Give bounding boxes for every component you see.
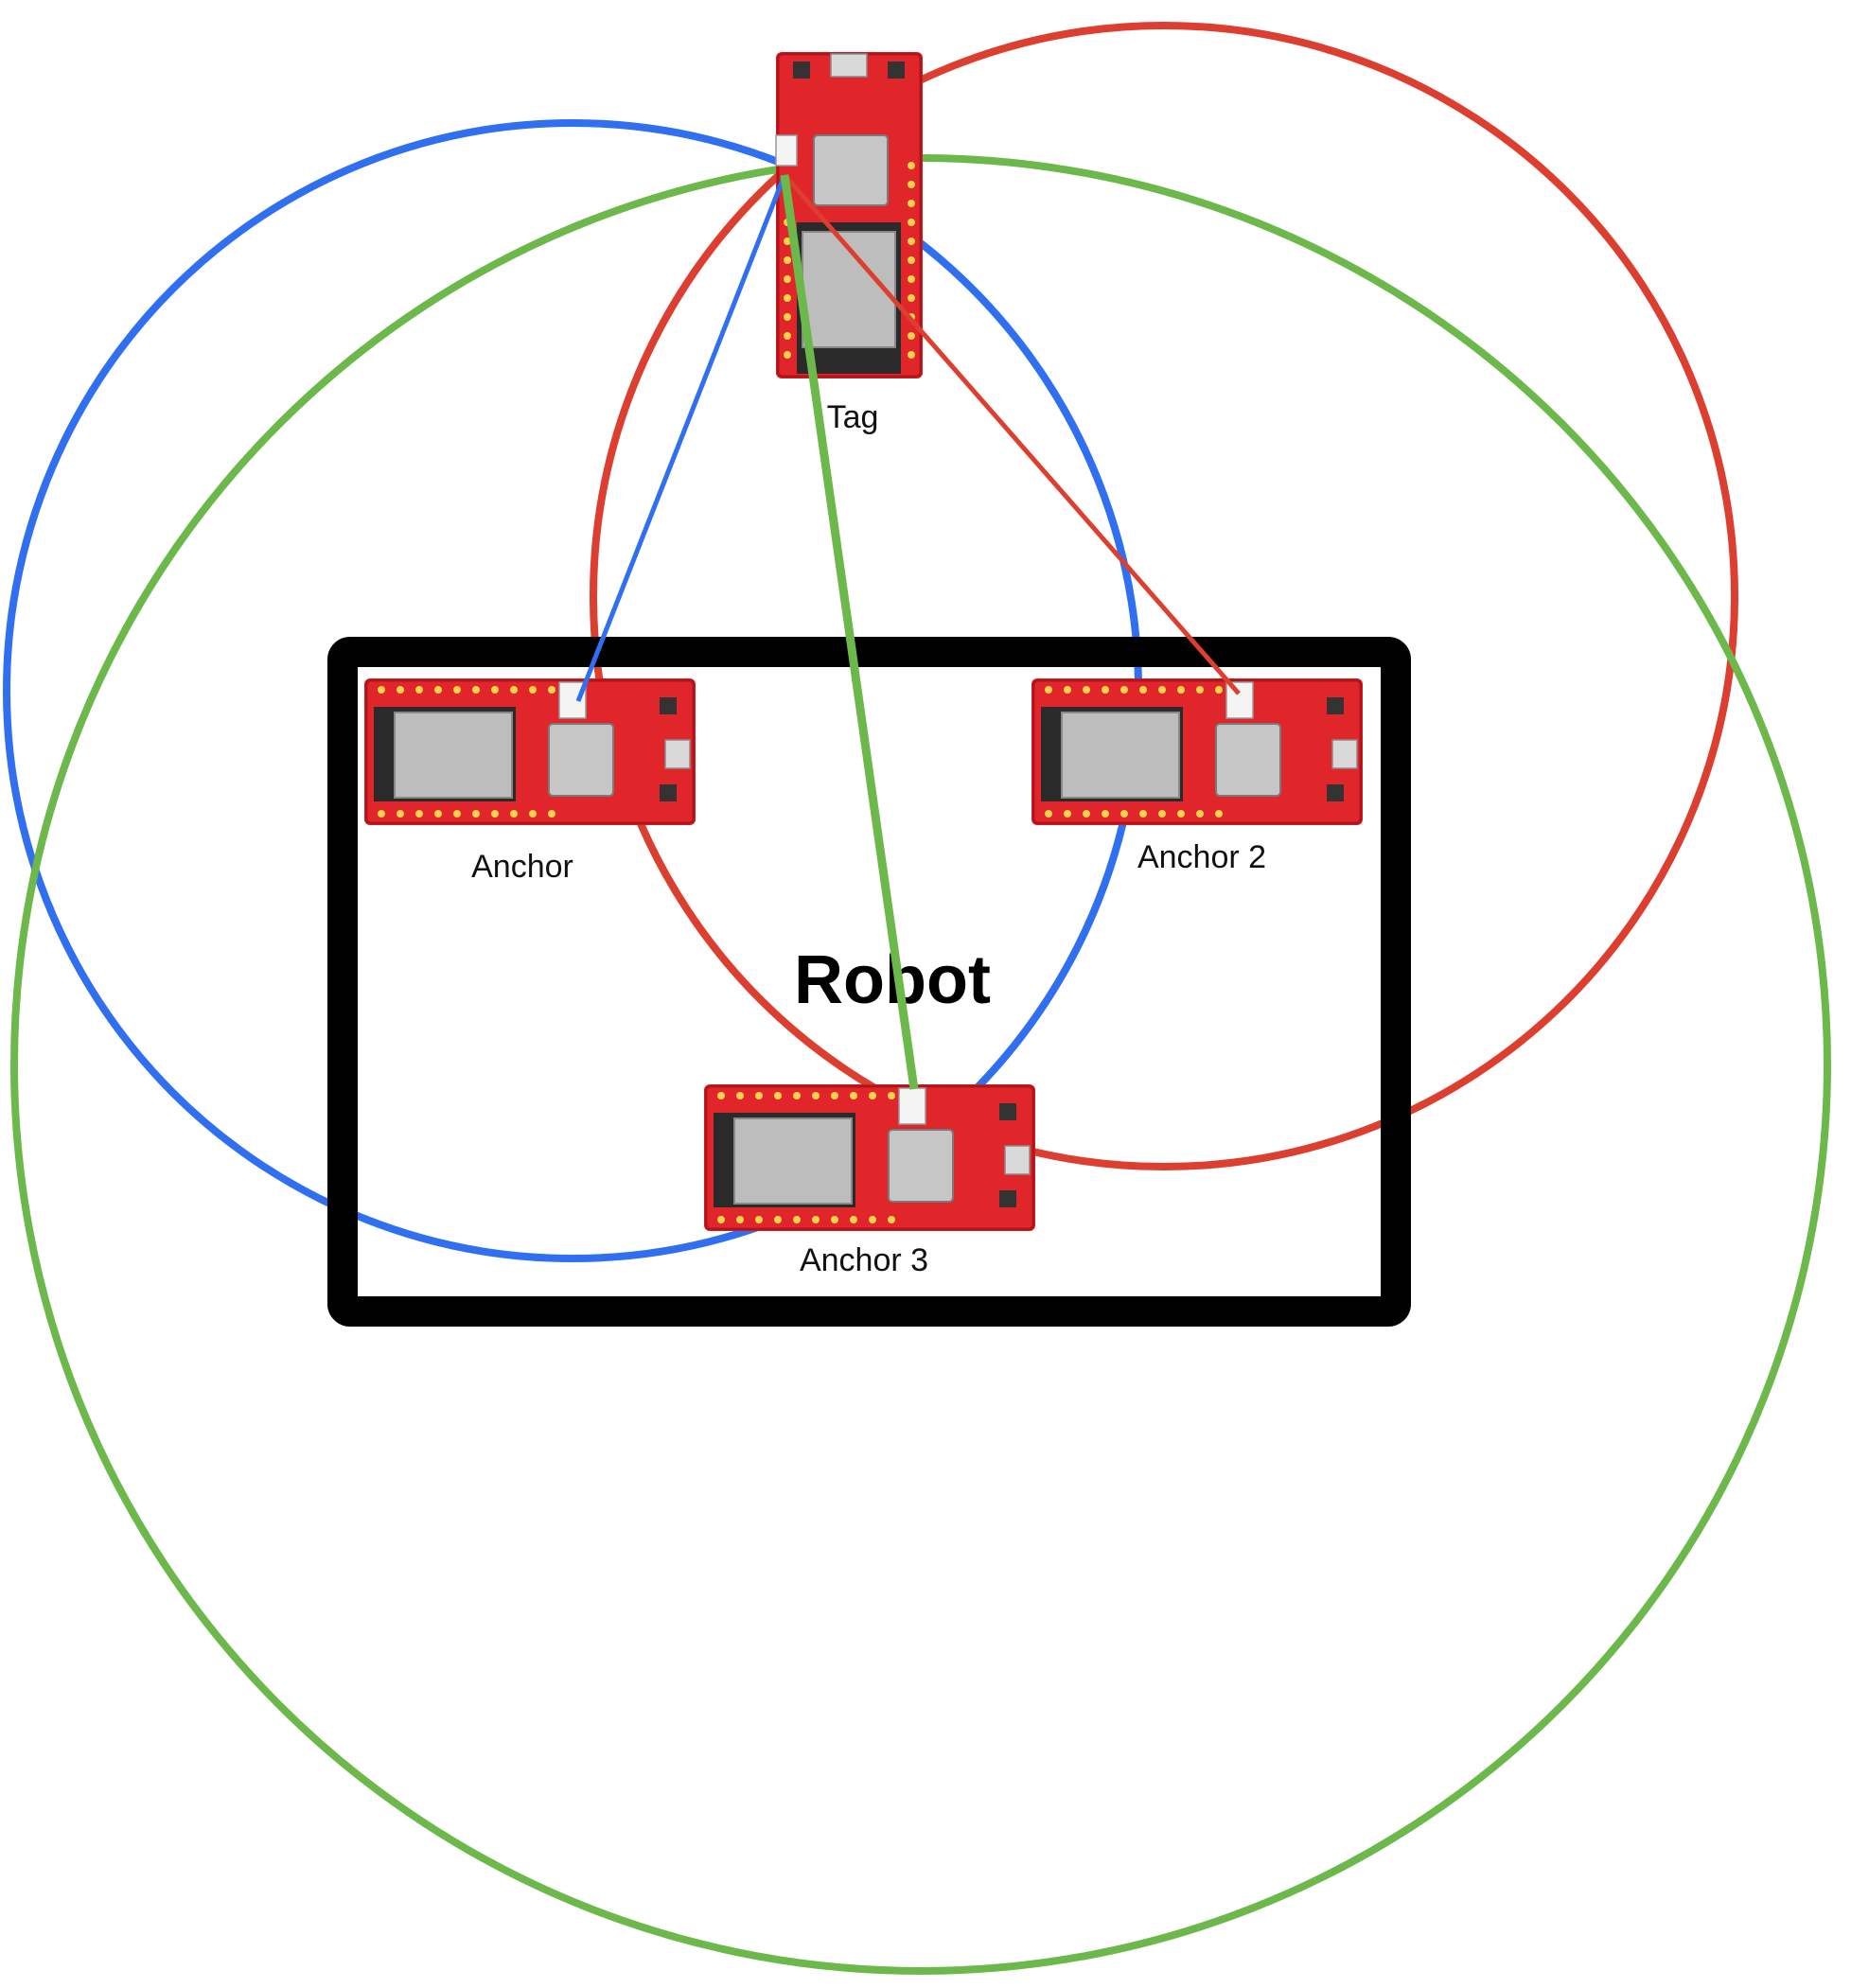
anchor-3-board bbox=[702, 1082, 1037, 1233]
robot-frame bbox=[327, 637, 1411, 1327]
anchor-2-board bbox=[1030, 677, 1365, 827]
anchor-1-link bbox=[575, 174, 787, 702]
anchor-1-board bbox=[362, 677, 697, 827]
tag-board bbox=[774, 50, 925, 380]
tag-label: Tag bbox=[827, 399, 879, 435]
anchor-3-range-circle bbox=[10, 154, 1831, 1975]
anchor-3-link bbox=[780, 174, 919, 1090]
anchor-1-label: Anchor bbox=[471, 849, 573, 885]
anchor-3-label: Anchor 3 bbox=[800, 1242, 928, 1278]
anchor-2-label: Anchor 2 bbox=[1137, 839, 1266, 875]
anchor-2-link bbox=[783, 173, 1241, 695]
anchor-2-range-circle bbox=[590, 22, 1738, 1170]
